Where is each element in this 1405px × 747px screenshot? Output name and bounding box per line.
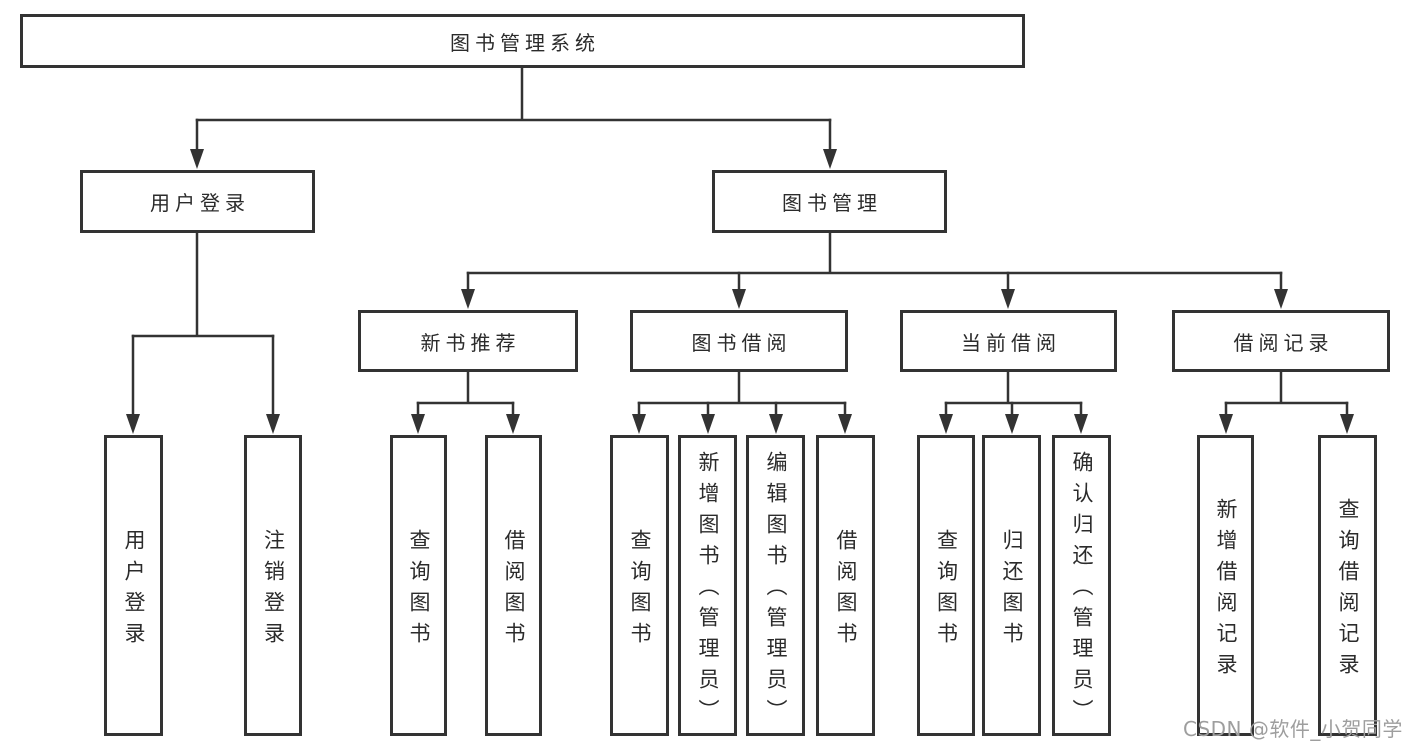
csdn-watermark: CSDN @软件_小贺同学 [1183, 717, 1403, 741]
node-borrowing-records: 借阅记录 [1172, 310, 1390, 372]
node-book-management: 图书管理 [712, 170, 947, 233]
node-label: 查询图书 [628, 528, 652, 653]
node-label: 查询图书 [407, 528, 431, 653]
node-query-books: 查询图书 [610, 435, 669, 736]
node-label: 编辑图书（管理员） [764, 451, 788, 730]
node-label: 用户登录 [122, 528, 146, 653]
node-label: 查询图书 [934, 528, 959, 653]
node-label: 确认归还（管理员） [1070, 451, 1094, 730]
node-query-books: 查询图书 [917, 435, 975, 736]
node-user-login: 用户登录 [80, 170, 315, 233]
node-add-borrow-record: 新增借阅记录 [1197, 435, 1254, 736]
node-borrow-books: 借阅图书 [485, 435, 542, 736]
node-confirm-return-admin: 确认归还（管理员） [1052, 435, 1111, 736]
node-query-borrow-record: 查询借阅记录 [1318, 435, 1377, 736]
node-label: 注销登录 [261, 528, 286, 653]
node-label: 借阅图书 [502, 528, 526, 653]
node-label: 新增借阅记录 [1214, 497, 1238, 684]
node-label: 查询借阅记录 [1336, 497, 1360, 684]
node-book-borrowing: 图书借阅 [630, 310, 848, 372]
node-return-books: 归还图书 [982, 435, 1041, 736]
node-user-login-leaf: 用户登录 [104, 435, 163, 736]
node-label: 归还图书 [1000, 528, 1024, 653]
node-label: 新增图书（管理员） [696, 451, 720, 730]
node-borrow-books: 借阅图书 [816, 435, 875, 736]
node-new-book-recommendation: 新书推荐 [358, 310, 578, 372]
node-edit-books-admin: 编辑图书（管理员） [746, 435, 805, 736]
node-current-borrowing: 当前借阅 [900, 310, 1117, 372]
node-library-management-system: 图书管理系统 [20, 14, 1025, 68]
node-query-books: 查询图书 [390, 435, 447, 736]
node-label: 借阅图书 [834, 528, 858, 653]
node-logout: 注销登录 [244, 435, 302, 736]
node-add-books-admin: 新增图书（管理员） [678, 435, 737, 736]
